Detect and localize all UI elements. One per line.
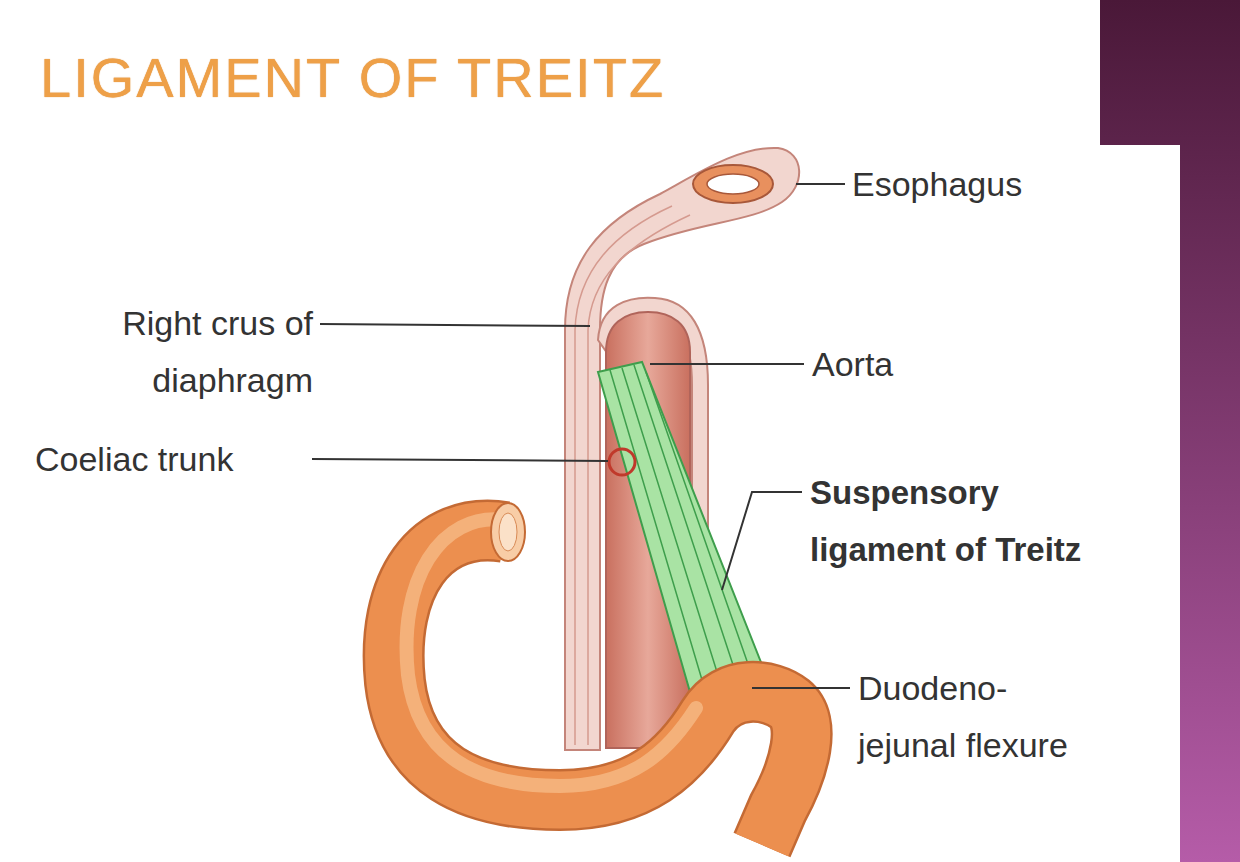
content-panel (1100, 145, 1180, 862)
coeliac-trunk (609, 449, 635, 475)
leader-line (752, 687, 850, 689)
duodenum (394, 531, 802, 845)
slide-title: LIGAMENT OF TREITZ (40, 46, 665, 110)
anatomy-label: Duodeno- jejunal flexure (858, 660, 1093, 774)
duodenum-cut-end (491, 503, 525, 561)
esophagus-lumen (707, 174, 759, 194)
ligament-fibres (610, 365, 755, 690)
title-slot: LIGAMENT OF TREITZ (40, 46, 665, 110)
leader-line (650, 363, 804, 365)
anatomy-label: Coeliac trunk (35, 431, 305, 488)
esophagus (693, 165, 773, 203)
right-crus (565, 148, 799, 750)
leader-line (722, 492, 802, 590)
duodenum-lumen (499, 513, 517, 551)
duodenum-outline (394, 531, 802, 845)
anatomy-label: Suspensory ligament of Treitz (810, 464, 1110, 578)
anatomy-label: Aorta (812, 336, 1062, 393)
side-bar (1100, 0, 1240, 862)
leader-line (796, 183, 845, 185)
label-slot: Suspensory ligament of Treitz (810, 464, 1110, 578)
label-slot: Esophagus (852, 156, 1102, 213)
label-slot: Duodeno- jejunal flexure (858, 660, 1093, 774)
anatomy-label: Esophagus (852, 156, 1102, 213)
duodenum-highlight (407, 519, 696, 786)
label-slot: Coeliac trunk (35, 431, 305, 488)
label-slot: Right crus of diaphragm (20, 295, 313, 409)
leader-line (312, 459, 608, 461)
leader-lines (312, 184, 850, 688)
label-slot: Aorta (812, 336, 1062, 393)
leader-line (320, 324, 590, 326)
anatomy-label: Right crus of diaphragm (20, 295, 313, 409)
treitz-ligament (598, 362, 768, 692)
